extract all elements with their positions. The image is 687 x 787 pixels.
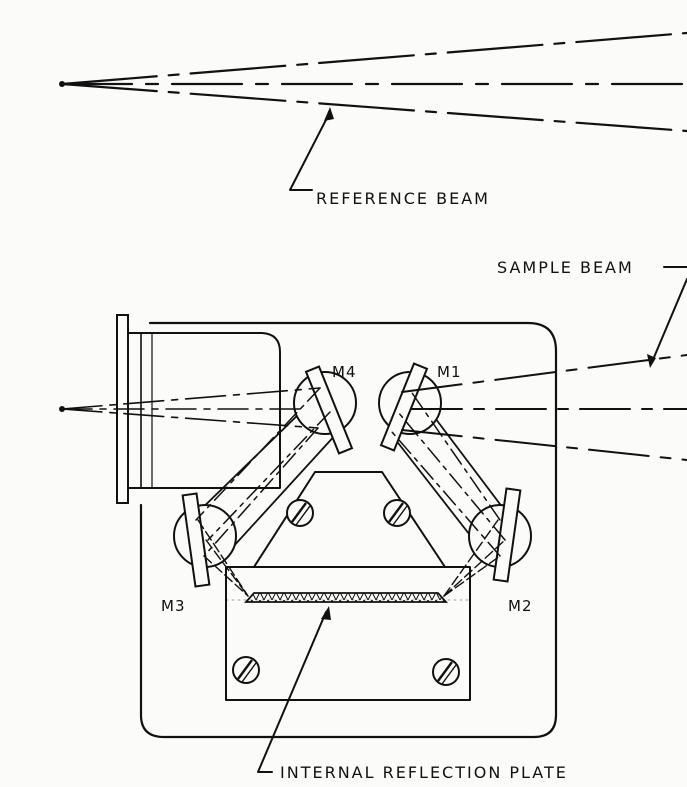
m2-m1-ray-a [409, 389, 501, 521]
plate-m2-ray-b [443, 539, 506, 597]
reference-beam-group [59, 31, 687, 191]
reference-beam-leader [289, 111, 331, 191]
irp-crystal [243, 592, 449, 603]
m3-mirror-element [181, 492, 211, 588]
m2-m1-ray-b [397, 411, 506, 541]
irp-arrowhead [321, 606, 331, 620]
m3-plate-ray-c [203, 555, 249, 597]
m3-plate-ray-b [205, 539, 249, 597]
sample-out-upper [401, 354, 687, 393]
lower-mount-plate [225, 566, 471, 701]
plate-m2-ray-a [443, 519, 499, 597]
screw-upper-left [286, 499, 314, 527]
mirror-m3 [173, 492, 237, 588]
sample-in-lower [61, 408, 319, 429]
plate-m2-ray-c [443, 555, 501, 597]
reference-beam-label: REFERENCE BEAM [316, 189, 490, 208]
m2-m1-ray-c [391, 431, 501, 557]
m1-label: M1 [437, 363, 462, 381]
screw-lower-left [232, 656, 260, 684]
reference-beam-lower-edge [60, 82, 687, 133]
reference-beam-upper-edge [60, 31, 687, 86]
sample-beam-label: SAMPLE BEAM [497, 258, 634, 277]
sample-beam-leader [651, 278, 687, 363]
mirror-m2 [468, 487, 532, 583]
m1-mirror-element [379, 362, 429, 452]
m4-m3-ray-a [195, 387, 321, 521]
irp-label: INTERNAL REFLECTION PLATE [280, 763, 568, 782]
screw-upper-right [383, 499, 411, 527]
screw-lower-right [432, 658, 460, 686]
irp-leader [257, 611, 327, 773]
m4-m3-ray-b [207, 411, 331, 541]
mirror-m1 [378, 362, 442, 452]
reference-beam-arrowhead [324, 107, 334, 121]
sample-beam-arrowhead [647, 354, 656, 368]
m2-label: M2 [508, 597, 533, 615]
screws [232, 499, 460, 686]
m3-label: M3 [161, 597, 186, 615]
m4-m3-ray-c [203, 427, 319, 557]
source-housing [127, 332, 281, 489]
m4-label: M4 [332, 363, 357, 381]
m3-plate-ray-a [197, 519, 249, 597]
housing-outline [139, 321, 558, 739]
sample-beam-path [59, 354, 687, 597]
internal-reflection-plate [243, 592, 449, 773]
sample-in-upper [61, 387, 321, 410]
hex-mount-plate-upper [253, 471, 446, 568]
sample-out-lower [401, 429, 687, 461]
